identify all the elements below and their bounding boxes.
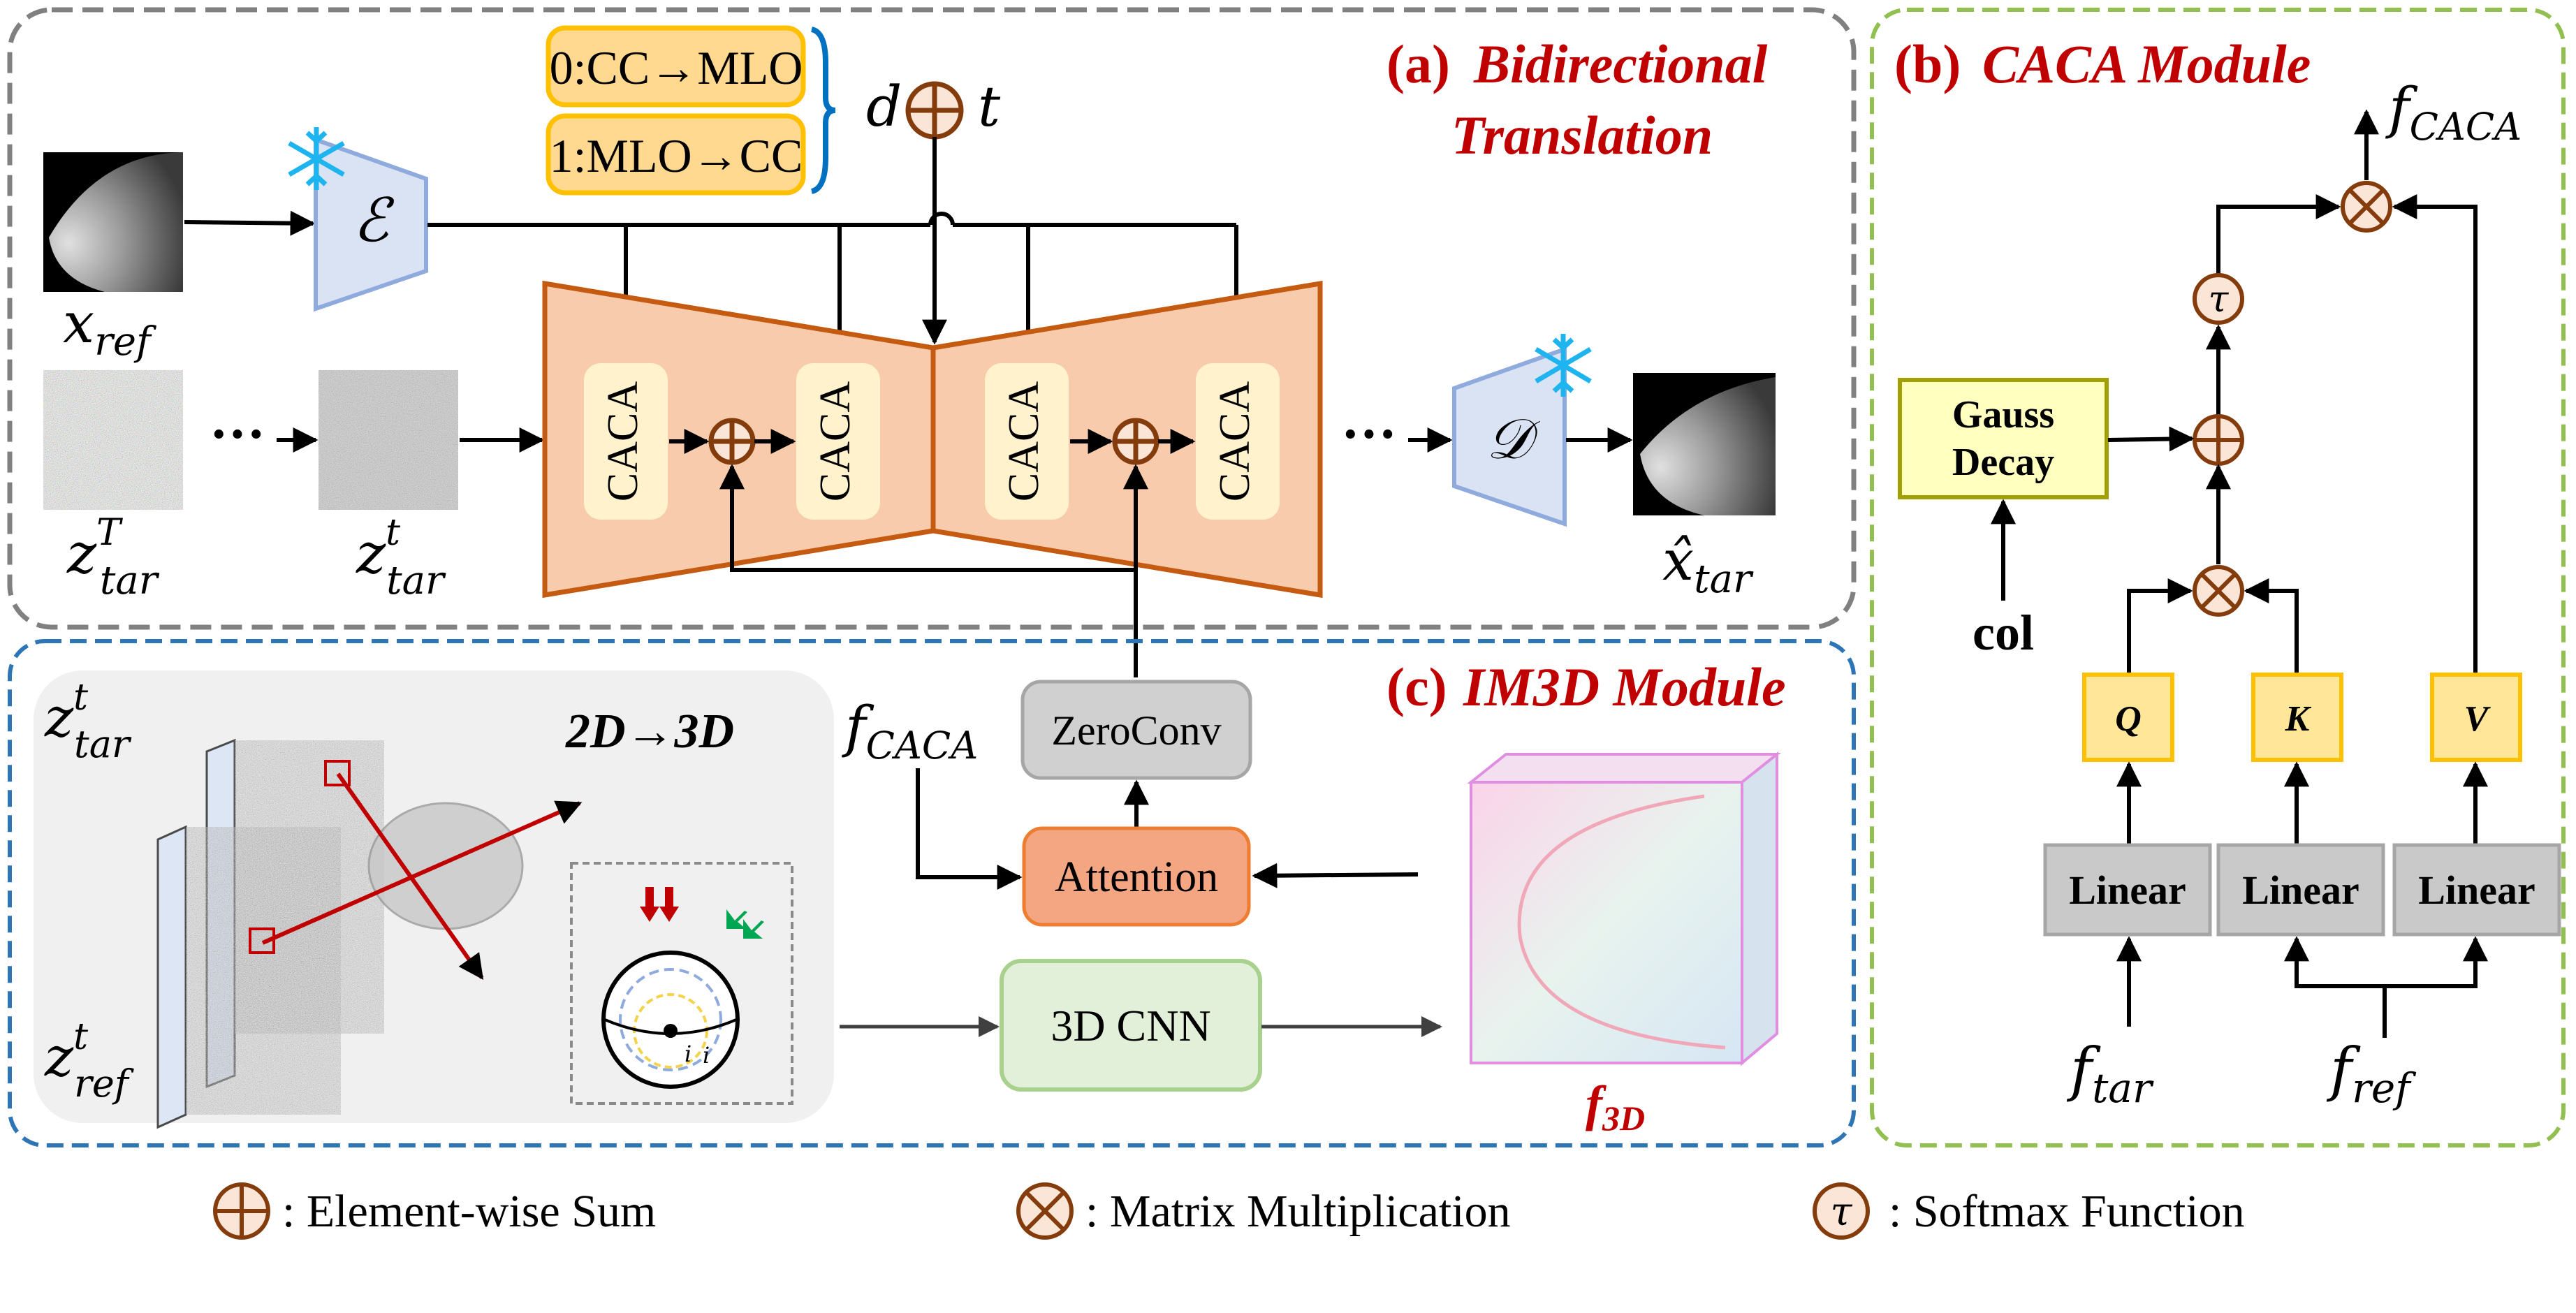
svg-text:Linear: Linear	[2242, 867, 2359, 913]
legend: : Element-wise Sum : Matrix Multiplicati…	[213, 1182, 2245, 1240]
svg-text:CACA: CACA	[599, 381, 647, 501]
legend-item-element-wise-sum: : Element-wise Sum	[213, 1182, 656, 1240]
caca-block-4[interactable]: CACA	[1196, 363, 1280, 520]
matrix-multiplication-icon	[1016, 1182, 1074, 1240]
svg-text:Linear: Linear	[2418, 867, 2535, 913]
f-tar-label: ftar	[2066, 1035, 2154, 1112]
z-tar-T-image	[43, 370, 183, 510]
svg-text:0:CC→MLO: 0:CC→MLO	[550, 41, 803, 94]
panel-b-border	[1870, 8, 2566, 1147]
zeroconv-block[interactable]: ZeroConv	[1020, 680, 1252, 780]
element-wise-sum-icon	[213, 1182, 270, 1240]
svg-text:Q: Q	[2115, 699, 2142, 739]
svg-text:Decay: Decay	[1952, 441, 2054, 484]
down-arrows-icon	[640, 887, 679, 922]
softmax-icon: τ	[1813, 1182, 1870, 1240]
t-symbol: t	[978, 74, 1001, 139]
svg-text:: Element-wise Sum: : Element-wise Sum	[282, 1186, 656, 1237]
panel-a-label: (a)	[1386, 34, 1450, 94]
x-hat-tar-label: x̂tar	[1662, 528, 1754, 602]
f-ref-label: fref	[2326, 1035, 2417, 1112]
x-ref-label: xref	[63, 291, 157, 365]
snowflake-icon	[288, 127, 345, 190]
snowflake-icon	[1535, 334, 1592, 397]
f-caca-output-label: fCACA	[2385, 75, 2522, 149]
svg-text:Gauss: Gauss	[1952, 393, 2054, 437]
panel-a-border	[7, 7, 1857, 630]
ellipsis-2: ···	[1341, 404, 1397, 465]
matrix-multiplication-icon	[2193, 565, 2244, 617]
svg-text:i: i	[685, 1041, 691, 1067]
svg-text:: Matrix Multiplication: : Matrix Multiplication	[1085, 1186, 1511, 1237]
caca-block-3[interactable]: CACA	[985, 363, 1069, 520]
direction-option-0[interactable]: 0:CC→MLO	[546, 25, 806, 108]
x-hat-tar-image	[1633, 373, 1776, 515]
svg-text:: Softmax Function: : Softmax Function	[1889, 1186, 2245, 1237]
decoder-block[interactable]: 𝒟	[1452, 346, 1567, 527]
panel-c-border	[8, 639, 1856, 1147]
projection-title: 2D→3D	[565, 705, 734, 758]
svg-text:V: V	[2464, 699, 2491, 739]
svg-text:K: K	[2285, 699, 2312, 739]
svg-text:ℰ: ℰ	[353, 186, 395, 256]
col-label: col	[1973, 605, 2034, 661]
svg-text:τ: τ	[2209, 279, 2230, 321]
k-block[interactable]: K	[2251, 673, 2343, 762]
brace-icon	[810, 27, 836, 194]
f-caca-label-c: fCACA	[842, 694, 978, 768]
z-ref-view	[156, 825, 341, 1129]
d-symbol: d	[866, 74, 902, 139]
encoder-block[interactable]: ℰ	[314, 136, 428, 312]
3d-cnn-block[interactable]: 3D CNN	[1000, 959, 1262, 1092]
legend-item-softmax: τ : Softmax Function	[1813, 1182, 2245, 1240]
panel-c-label: (c)	[1386, 656, 1447, 717]
f3d-cube	[1467, 751, 1781, 1066]
x-ref-image	[43, 152, 183, 292]
matrix-multiplication-icon	[2341, 181, 2392, 233]
v-block[interactable]: V	[2430, 673, 2522, 762]
svg-text:CACA: CACA	[812, 381, 859, 501]
svg-text:CACA: CACA	[1211, 381, 1259, 501]
svg-text:i: i	[703, 1042, 710, 1069]
3d-projection-shape	[367, 802, 524, 930]
element-wise-sum-icon	[2193, 414, 2244, 466]
element-wise-sum-icon	[905, 81, 964, 140]
svg-text:Attention: Attention	[1055, 853, 1218, 901]
element-wise-sum-icon	[1112, 418, 1159, 465]
legend-item-matrix-multiplication: : Matrix Multiplication	[1016, 1182, 1511, 1240]
gauss-decay-block[interactable]: Gauss Decay	[1898, 378, 2109, 499]
panel-a-title-line1: Bidirectional	[1473, 34, 1768, 94]
panel-a-title-line2: Translation	[1451, 105, 1713, 166]
panel-b-label: (b)	[1894, 34, 1961, 94]
svg-text:1:MLO→CC: 1:MLO→CC	[550, 129, 803, 182]
q-block[interactable]: Q	[2082, 673, 2174, 762]
f3d-label: f3D	[1586, 1076, 1645, 1138]
direction-option-1[interactable]: 1:MLO→CC	[546, 113, 806, 196]
svg-text:ZeroConv: ZeroConv	[1051, 707, 1221, 754]
z-tar-t-image	[319, 370, 458, 510]
softmax-icon: τ	[2193, 273, 2244, 325]
svg-text:CACA: CACA	[1000, 381, 1048, 501]
attention-block[interactable]: Attention	[1022, 826, 1251, 927]
arrow-xref-to-encoder	[184, 210, 316, 236]
linear-v-block[interactable]: Linear	[2392, 843, 2561, 937]
element-wise-sum-icon	[708, 418, 756, 465]
caca-block-2[interactable]: CACA	[796, 363, 880, 520]
ellipsis-1: ···	[210, 404, 265, 465]
linear-k-block[interactable]: Linear	[2216, 843, 2385, 937]
caca-block-1[interactable]: CACA	[584, 363, 668, 520]
panel-b-title: CACA Module	[1982, 34, 2311, 94]
svg-text:3D CNN: 3D CNN	[1051, 1001, 1210, 1050]
linear-q-block[interactable]: Linear	[2043, 843, 2212, 937]
panel-c-title: IM3D Module	[1463, 656, 1786, 717]
svg-text:τ: τ	[1831, 1189, 1853, 1235]
svg-text:Linear: Linear	[2069, 867, 2186, 913]
sphere-inset	[570, 862, 793, 1105]
diagonal-arrows-icon	[726, 909, 764, 939]
